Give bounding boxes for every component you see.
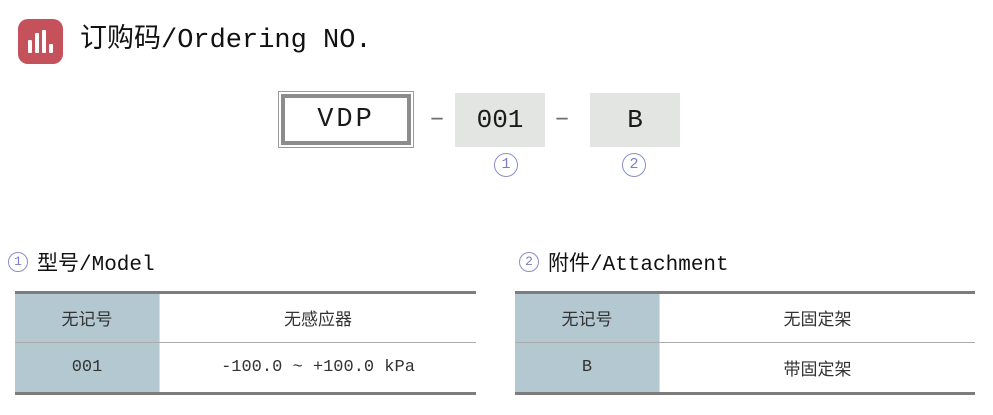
- page-title: 订购码/Ordering NO.: [80, 26, 372, 56]
- table-row: B 带固定架: [515, 343, 975, 392]
- code-segment-attachment: B: [590, 93, 680, 147]
- table-row: 无记号 无感应器: [15, 294, 476, 343]
- code-segment-model: 001: [455, 93, 545, 147]
- model-code-label: VDP: [281, 94, 411, 145]
- bar-chart-icon-bar: [49, 44, 53, 53]
- model-desc-cell: 无感应器: [284, 312, 352, 331]
- attachment-desc-cell: 无固定架: [783, 312, 852, 331]
- model-table: 无记号 无感应器 001 -100.0 ~ +100.0 kPa: [15, 291, 476, 395]
- model-desc-cell: -100.0 ~ +100.0 kPa: [221, 358, 415, 377]
- code-separator-dash: –: [429, 103, 445, 133]
- model-code-box: VDP: [278, 91, 414, 148]
- bar-chart-icon-bar: [42, 30, 46, 53]
- ref-number-1-icon: 1: [494, 153, 518, 177]
- model-code-cell: 无记号: [15, 294, 160, 342]
- attachment-code-cell: B: [515, 343, 660, 392]
- code-separator-dash: –: [554, 103, 570, 133]
- section-heading-model: 1 型号/Model: [8, 247, 155, 277]
- table-row: 001 -100.0 ~ +100.0 kPa: [15, 343, 476, 392]
- bar-chart-icon-bar: [35, 33, 39, 53]
- attachment-code-cell: 无记号: [515, 294, 660, 342]
- attachment-desc-cell: 带固定架: [783, 361, 852, 381]
- bar-chart-icon-bar: [28, 40, 32, 53]
- model-code-cell: 001: [15, 343, 160, 392]
- bar-chart-icon: [18, 19, 63, 64]
- section-heading-attachment: 2 附件/Attachment: [519, 247, 729, 277]
- ref-number-2-icon: 2: [519, 252, 539, 272]
- attachment-table: 无记号 无固定架 B 带固定架: [515, 291, 975, 395]
- ref-number-1-icon: 1: [8, 252, 28, 272]
- section-title: 附件/Attachment: [548, 254, 729, 277]
- section-title: 型号/Model: [37, 254, 155, 277]
- ref-number-2-icon: 2: [622, 153, 646, 177]
- table-row: 无记号 无固定架: [515, 294, 975, 343]
